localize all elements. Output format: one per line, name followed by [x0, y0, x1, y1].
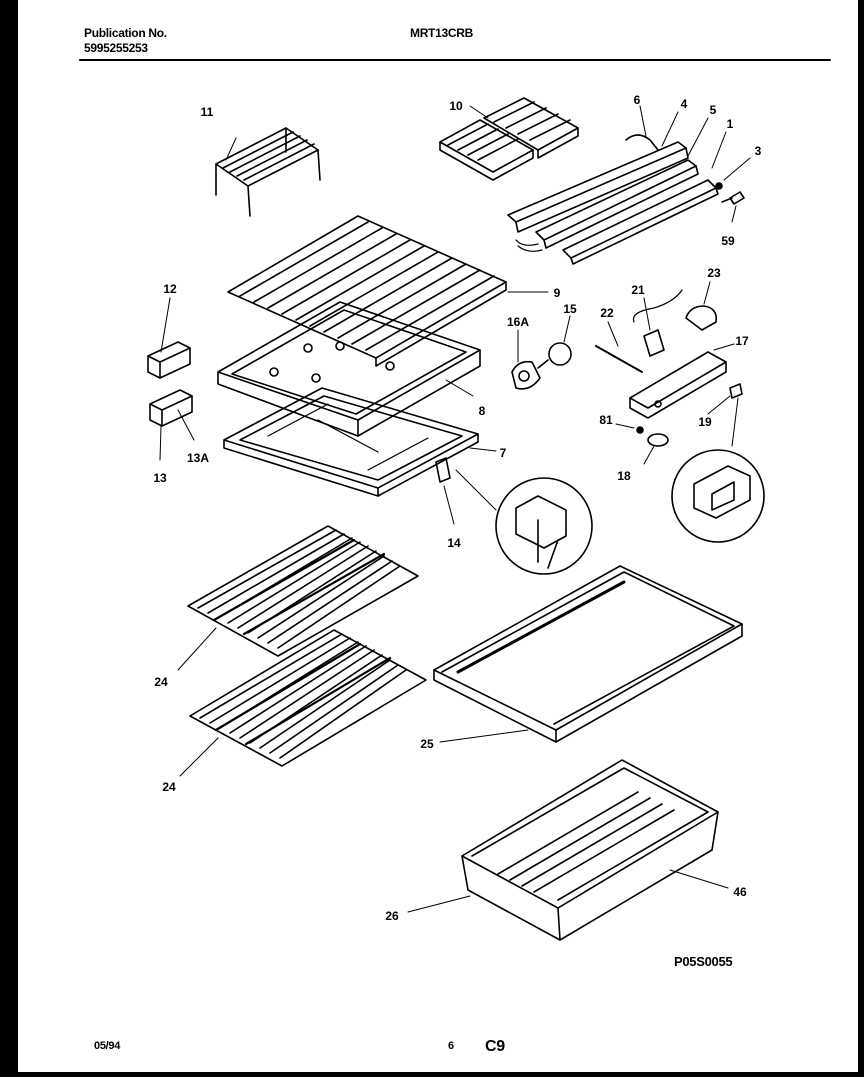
- shelf-cover-part-7: [223, 387, 497, 497]
- small-parts-18-19-81: [615, 383, 765, 543]
- callout-13A: 13A: [186, 451, 210, 465]
- callout-24-lower: 24: [162, 780, 176, 794]
- callout-24-upper: 24: [154, 675, 168, 689]
- rail-assembly-parts-1-4-5-6: [507, 105, 727, 265]
- callout-46: 46: [733, 885, 747, 899]
- glass-shelf-part-25: [433, 565, 743, 743]
- callout-6: 6: [633, 93, 641, 107]
- callout-21: 21: [631, 283, 645, 297]
- callout-19: 19: [698, 415, 712, 429]
- callout-7: 7: [499, 446, 507, 460]
- diagram-code: P05S0055: [674, 954, 733, 969]
- footer-section: C9: [485, 1038, 505, 1055]
- callout-4: 4: [680, 97, 688, 111]
- publication-label: Publication No.: [84, 26, 167, 40]
- callout-16A: 16A: [506, 315, 530, 329]
- callout-8: 8: [478, 404, 486, 418]
- callout-13: 13: [153, 471, 167, 485]
- callout-11: 11: [200, 105, 214, 119]
- wire-shelf-part-24-upper: [177, 525, 419, 671]
- footer-date: 05/94: [94, 1040, 121, 1052]
- switch-part-14: [435, 457, 593, 575]
- callout-81: 81: [599, 413, 613, 427]
- shelf-part-9: [227, 215, 549, 367]
- model-number: MRT13CRB: [410, 26, 473, 40]
- crisper-pan-part-26: [407, 759, 729, 941]
- callout-14: 14: [447, 536, 461, 550]
- callout-59: 59: [721, 234, 735, 248]
- ice-rack-part-11: [215, 127, 321, 217]
- lamp-socket-and-bulb-parts-15-16A: [511, 315, 572, 390]
- callout-18: 18: [617, 469, 631, 483]
- callout-5: 5: [709, 103, 717, 117]
- footer-page: 6: [448, 1040, 454, 1052]
- ice-trays-part-10: [439, 97, 579, 181]
- publication-number: 5995255253: [84, 41, 148, 55]
- callout-15: 15: [563, 302, 577, 316]
- callout-3: 3: [754, 144, 762, 158]
- screw-and-washer-parts-3-59: [715, 157, 751, 223]
- shelf-frame-part-8: [217, 301, 481, 437]
- callout-12: 12: [163, 282, 177, 296]
- callout-26: 26: [385, 909, 399, 923]
- callout-22: 22: [600, 306, 614, 320]
- callout-1: 1: [726, 117, 734, 131]
- exploded-parts-diagram: [79, 59, 831, 941]
- callout-10: 10: [449, 99, 463, 113]
- callout-9: 9: [553, 286, 561, 300]
- callout-17: 17: [735, 334, 749, 348]
- parts-sheet: Publication No. 5995255253 MRT13CRB 11 1…: [18, 0, 858, 1072]
- shelf-brackets-parts-12-13: [147, 297, 195, 461]
- callout-25: 25: [420, 737, 434, 751]
- control-parts-17-21-22-23: [595, 281, 735, 419]
- wire-shelf-part-24-lower: [179, 629, 427, 777]
- callout-23: 23: [707, 266, 721, 280]
